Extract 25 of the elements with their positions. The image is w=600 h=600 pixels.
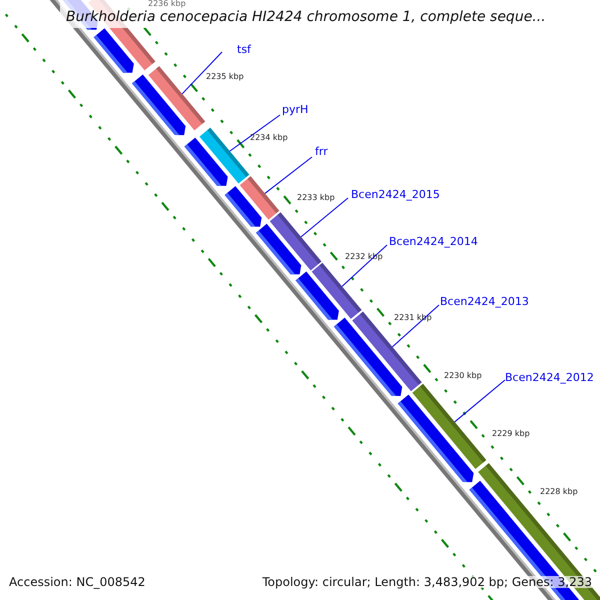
scale-label: 2228 kbp — [540, 488, 578, 496]
gene-label: Bcen2424_2015 — [351, 189, 440, 200]
leader-line — [392, 304, 440, 348]
summary-text: Topology: circular; Length: 3,483,902 bp; Genes: 3,233 — [262, 576, 592, 588]
gene-label: pyrH — [282, 104, 308, 115]
gene-label: tsf — [237, 44, 251, 55]
gene-label: frr — [315, 146, 328, 157]
gene-label: Bcen2424_2013 — [440, 296, 529, 307]
leader-line — [264, 156, 312, 194]
leader-line — [454, 380, 506, 422]
accession-text: Accession: NC_008542 — [9, 576, 146, 588]
gene-label: Bcen2424_2012 — [505, 372, 594, 383]
gene-bar — [240, 176, 280, 220]
gene-label: Bcen2424_2014 — [389, 236, 478, 247]
leader-line — [182, 52, 222, 94]
leader-line — [300, 198, 348, 238]
gene-bar — [148, 66, 206, 130]
gene-bar — [200, 128, 250, 184]
gene-bar — [270, 212, 322, 270]
scale-label: 2236 kbp — [148, 0, 186, 8]
leader-line — [229, 114, 280, 152]
gene-bar — [412, 384, 486, 469]
gene-bar — [312, 262, 362, 319]
map-title: Burkholderia cenocepacia HI2424 chromosome 1, complete seque... — [66, 10, 546, 24]
scale-label: 2233 kbp — [297, 194, 335, 202]
